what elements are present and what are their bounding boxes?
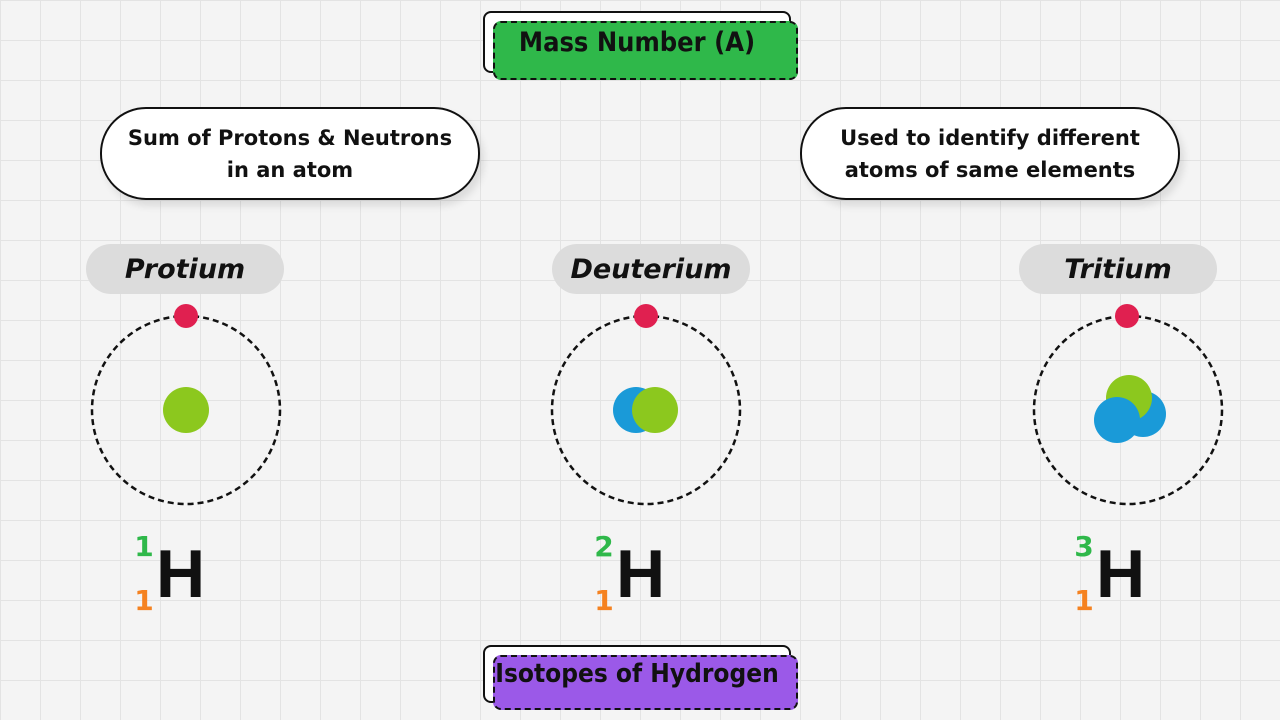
mass-number-title: Mass Number (A) [483, 11, 798, 80]
protium-name: Protium [124, 253, 246, 285]
deuterium-name: Deuterium [570, 253, 732, 285]
atomic-number: 1 [134, 584, 154, 617]
deuterium-label: Deuterium [552, 244, 750, 294]
tritium-symbol: 3 1 H [1074, 530, 1204, 620]
electron [174, 304, 198, 328]
protium-label: Protium [86, 244, 284, 294]
definition-text: Sum of Protons & Neutrons in an atom [127, 125, 453, 182]
mass-number: 3 [1074, 530, 1094, 563]
proton [632, 387, 678, 433]
proton [163, 387, 209, 433]
isotopes-title: Isotopes of Hydrogen [483, 645, 798, 710]
atomic-number: 1 [1074, 584, 1094, 617]
deuterium-atom-diagram [550, 304, 742, 506]
tritium-label: Tritium [1019, 244, 1217, 294]
deuterium-symbol: 2 1 H [594, 530, 724, 620]
protium-atom-diagram [90, 304, 282, 506]
electron [634, 304, 658, 328]
protium-symbol: 1 1 H [134, 530, 264, 620]
element-symbol: H [1096, 536, 1146, 612]
neutron [1094, 397, 1140, 443]
mass-number-title-text: Mass Number (A) [518, 26, 756, 58]
mass-number: 2 [594, 530, 614, 563]
tritium-atom-diagram [1032, 304, 1224, 506]
isotopes-title-text: Isotopes of Hydrogen [495, 659, 779, 689]
atomic-number: 1 [594, 584, 614, 617]
mass-number: 1 [134, 530, 154, 563]
electron [1115, 304, 1139, 328]
definition-bubble: Sum of Protons & Neutrons in an atom [100, 107, 480, 200]
tritium-name: Tritium [1064, 253, 1172, 285]
element-symbol: H [156, 536, 206, 612]
usage-text: Used to identify different atoms of same… [840, 125, 1140, 182]
usage-bubble: Used to identify different atoms of same… [800, 107, 1180, 200]
element-symbol: H [616, 536, 666, 612]
